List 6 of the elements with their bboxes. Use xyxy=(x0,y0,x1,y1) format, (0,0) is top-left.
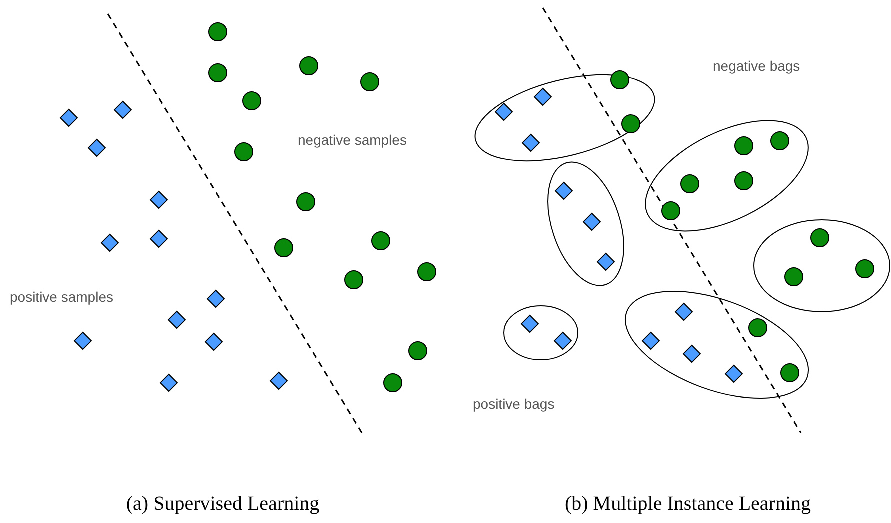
caption: (b) Multiple Instance Learning xyxy=(564,492,812,517)
caption: (a) Supervised Learning xyxy=(126,492,320,517)
text-label: negative samples xyxy=(298,131,407,150)
text-label: positive samples xyxy=(10,288,114,307)
text-label: positive bags xyxy=(473,395,555,414)
text-label: negative bags xyxy=(713,57,800,76)
